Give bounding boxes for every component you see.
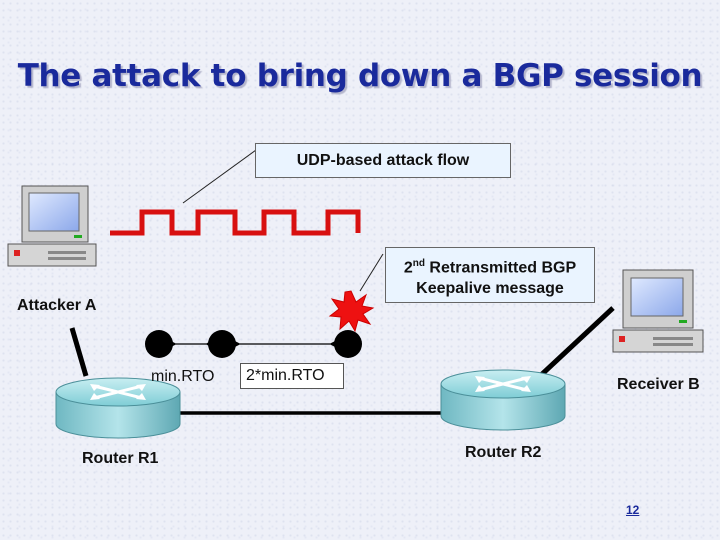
packet-circle-3 bbox=[334, 330, 362, 358]
double-rto-label: 2*min.RTO bbox=[246, 367, 325, 384]
page-number: 12 bbox=[626, 503, 640, 517]
explosion-icon bbox=[328, 290, 375, 333]
router-r1-label: Router R1 bbox=[82, 450, 159, 467]
receiver-link bbox=[538, 306, 615, 378]
double-rto-label-box: 2*min.RTO bbox=[240, 363, 344, 389]
receiver-computer-icon bbox=[612, 269, 704, 353]
attack-flow-label-box: UDP-based attack flow bbox=[255, 143, 511, 178]
router-r2-label: Router R2 bbox=[465, 444, 542, 461]
attacker-label: Attacker A bbox=[17, 297, 97, 314]
packet-circle-2 bbox=[208, 330, 236, 358]
attack-flow-waveform bbox=[110, 209, 361, 236]
retransmit-label-line1: 2nd Retransmitted BGP bbox=[403, 258, 577, 277]
packet-circle-1 bbox=[145, 330, 173, 358]
retransmit-label-box: 2nd Retransmitted BGP Keepalive message bbox=[385, 247, 595, 303]
min-rto-label: min.RTO bbox=[151, 368, 215, 385]
retransmit-callout-line bbox=[359, 253, 384, 292]
attacker-computer-icon bbox=[7, 185, 97, 267]
min-rto-label-box: min.RTO bbox=[145, 364, 220, 390]
slide-title: The attack to bring down a BGP session bbox=[17, 58, 703, 94]
retransmit-label-line2: Keepalive message bbox=[416, 280, 564, 298]
attacker-link bbox=[69, 327, 89, 377]
attack-flow-label: UDP-based attack flow bbox=[296, 152, 470, 169]
router-r2-icon bbox=[440, 369, 566, 431]
attack-flow-callout-line bbox=[182, 149, 257, 204]
router-r1-icon bbox=[55, 377, 181, 439]
receiver-label: Receiver B bbox=[617, 376, 700, 393]
